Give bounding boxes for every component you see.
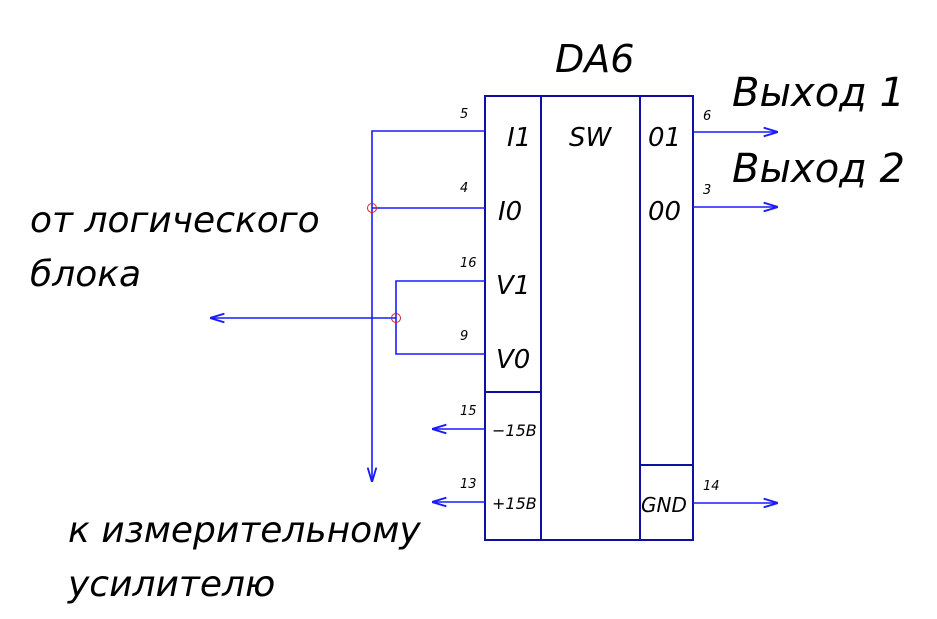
junctions (367, 203, 401, 323)
pin-number-4: 4 (460, 181, 468, 196)
pin-number-9: 9 (460, 329, 468, 344)
component-designator: DA6 (555, 37, 634, 81)
component-outline (484, 95, 694, 541)
pin-name-i1: I1 (507, 123, 531, 153)
note-to-amp-line2: усилителю (67, 564, 275, 605)
pin-name-i0: I0 (498, 197, 522, 227)
component-body (484, 95, 694, 541)
pin-name-plus15v: +15В (492, 494, 537, 513)
pin-number-3: 3 (703, 183, 711, 198)
note-from-logic-line1: от логического (30, 200, 320, 241)
pin-number-5: 5 (460, 107, 468, 122)
junction-control (391, 313, 401, 323)
component-function: SW (569, 123, 613, 153)
pin-name-gnd: GND (641, 493, 687, 517)
pin-name-minus15v: −15В (492, 421, 537, 440)
wire-v1-v0-loop (395, 280, 485, 355)
pin-number-13: 13 (460, 477, 477, 492)
pin-name-v0: V0 (496, 345, 530, 375)
junction-pin4 (367, 203, 377, 213)
pin-number-14: 14 (703, 479, 720, 494)
wire-pin5-to-amplifier (372, 130, 485, 482)
output-label-1: Выход 1 (732, 70, 905, 116)
pin-name-00: 00 (648, 197, 681, 227)
note-from-logic-line2: блока (30, 254, 141, 295)
output-label-2: Выход 2 (732, 146, 905, 192)
pin-number-15: 15 (460, 404, 477, 419)
pin-name-v1: V1 (496, 271, 530, 301)
wires (210, 131, 778, 503)
pin-number-16: 16 (460, 256, 477, 271)
pin-name-01: 01 (648, 123, 681, 153)
note-to-amp-line1: к измерительному (68, 510, 421, 551)
pin-number-6: 6 (703, 109, 711, 124)
